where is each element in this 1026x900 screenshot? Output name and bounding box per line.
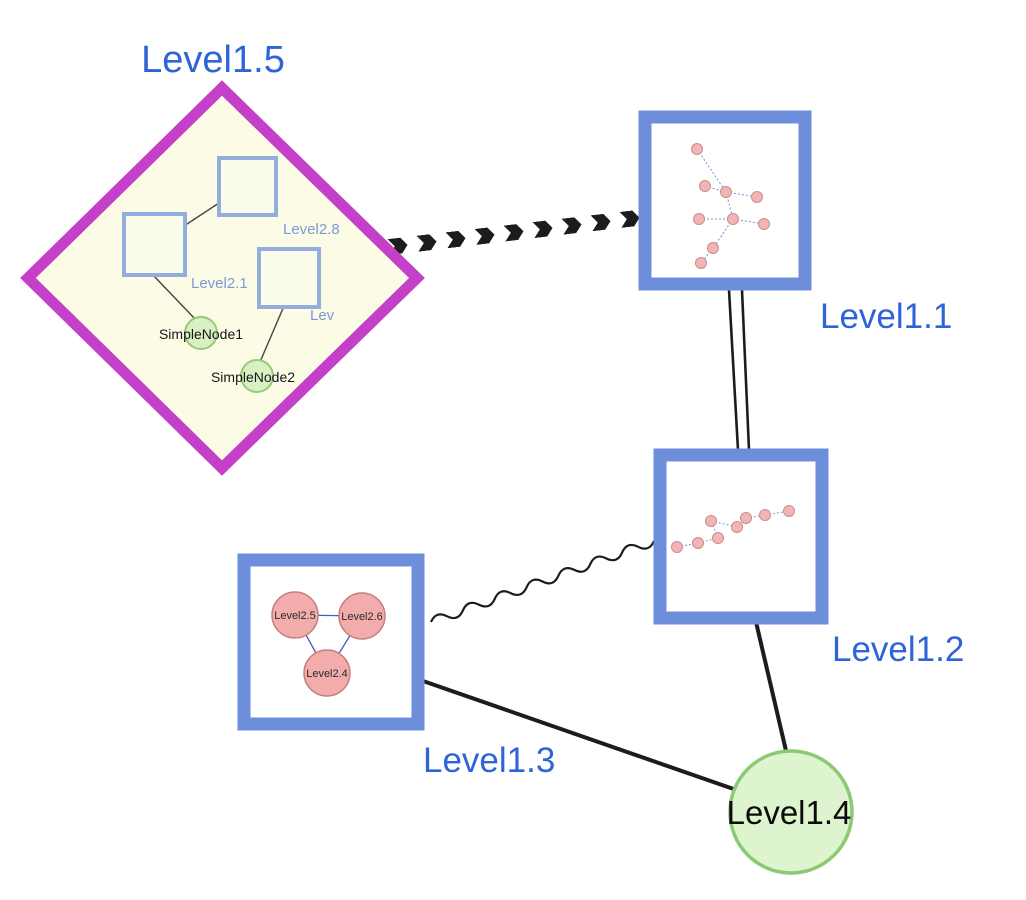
edge-dashed-arrow-level15-to-level11[interactable]: [387, 210, 640, 256]
mini-graph-node[interactable]: [707, 242, 719, 254]
edge-level21-simplenode1[interactable]: [151, 273, 197, 321]
mini-graph-node[interactable]: [705, 515, 717, 527]
level11-mini-graph: [691, 143, 770, 269]
edge-double-level11-to-level12[interactable]: [727, 289, 751, 451]
mini-graph-node[interactable]: [692, 537, 704, 549]
mini-graph-node[interactable]: [751, 191, 763, 203]
mini-graph-edge: [710, 520, 719, 539]
mini-graph-node[interactable]: [699, 180, 711, 192]
node-simplenode1-label: SimpleNode1: [159, 326, 243, 342]
mini-graph-edge: [696, 148, 727, 193]
node-level2-right[interactable]: [257, 247, 321, 309]
node-simplenode2[interactable]: [240, 359, 274, 393]
mini-graph-node[interactable]: [695, 257, 707, 269]
mini-graph-node[interactable]: [783, 505, 795, 517]
level12-mini-graph: [671, 505, 795, 553]
mini-graph-node[interactable]: [731, 521, 743, 533]
mini-graph-node[interactable]: [720, 186, 732, 198]
mini-graph-node[interactable]: [759, 509, 771, 521]
node-level2-8[interactable]: [217, 156, 278, 217]
mini-graph-node[interactable]: [693, 213, 705, 225]
node-level2-4[interactable]: [303, 649, 351, 697]
mini-graph-node[interactable]: [740, 512, 752, 524]
node-level15[interactable]: Level2.8 Level2.1 Lev SimpleNode1 Simple…: [20, 80, 425, 476]
edge-level13-to-level14[interactable]: [421, 679, 747, 795]
node-level2-6-label: Level2.6: [341, 611, 383, 623]
mini-graph-node[interactable]: [727, 213, 739, 225]
node-level15-label: Level1.5: [141, 39, 285, 81]
mini-graph-node[interactable]: [691, 143, 703, 155]
node-simplenode1[interactable]: [184, 316, 218, 350]
node-level2-right-label: Lev: [310, 307, 335, 324]
node-level2-6[interactable]: [338, 592, 386, 640]
edge-levelright-simplenode2[interactable]: [259, 305, 285, 363]
node-level2-8-label: Level2.8: [283, 221, 340, 238]
node-level14[interactable]: Level1.4: [727, 749, 854, 875]
node-simplenode2-label: SimpleNode2: [211, 369, 295, 385]
node-level2-4-label: Level2.4: [306, 668, 348, 680]
node-level2-1-label: Level2.1: [191, 275, 248, 292]
node-level12-label: Level1.2: [832, 630, 964, 669]
node-level11-label: Level1.1: [820, 297, 952, 336]
node-level2-5-label: Level2.5: [274, 610, 316, 622]
edge-level12-to-level14[interactable]: [754, 620, 789, 757]
node-level13[interactable]: Level2.5 Level2.6 Level2.4: [237, 553, 425, 731]
mini-graph-node[interactable]: [758, 218, 770, 230]
node-level11[interactable]: [638, 110, 812, 291]
node-level14-label: Level1.4: [727, 794, 852, 831]
node-level12[interactable]: [653, 448, 829, 625]
edge-level21-level28[interactable]: [183, 202, 220, 227]
node-level2-5[interactable]: [271, 591, 319, 639]
node-level2-1[interactable]: [122, 212, 187, 277]
node-level13-label: Level1.3: [423, 741, 555, 780]
edge-wavy-level13-to-level12[interactable]: [429, 540, 656, 623]
mini-graph-node[interactable]: [712, 532, 724, 544]
mini-graph-node[interactable]: [671, 541, 683, 553]
